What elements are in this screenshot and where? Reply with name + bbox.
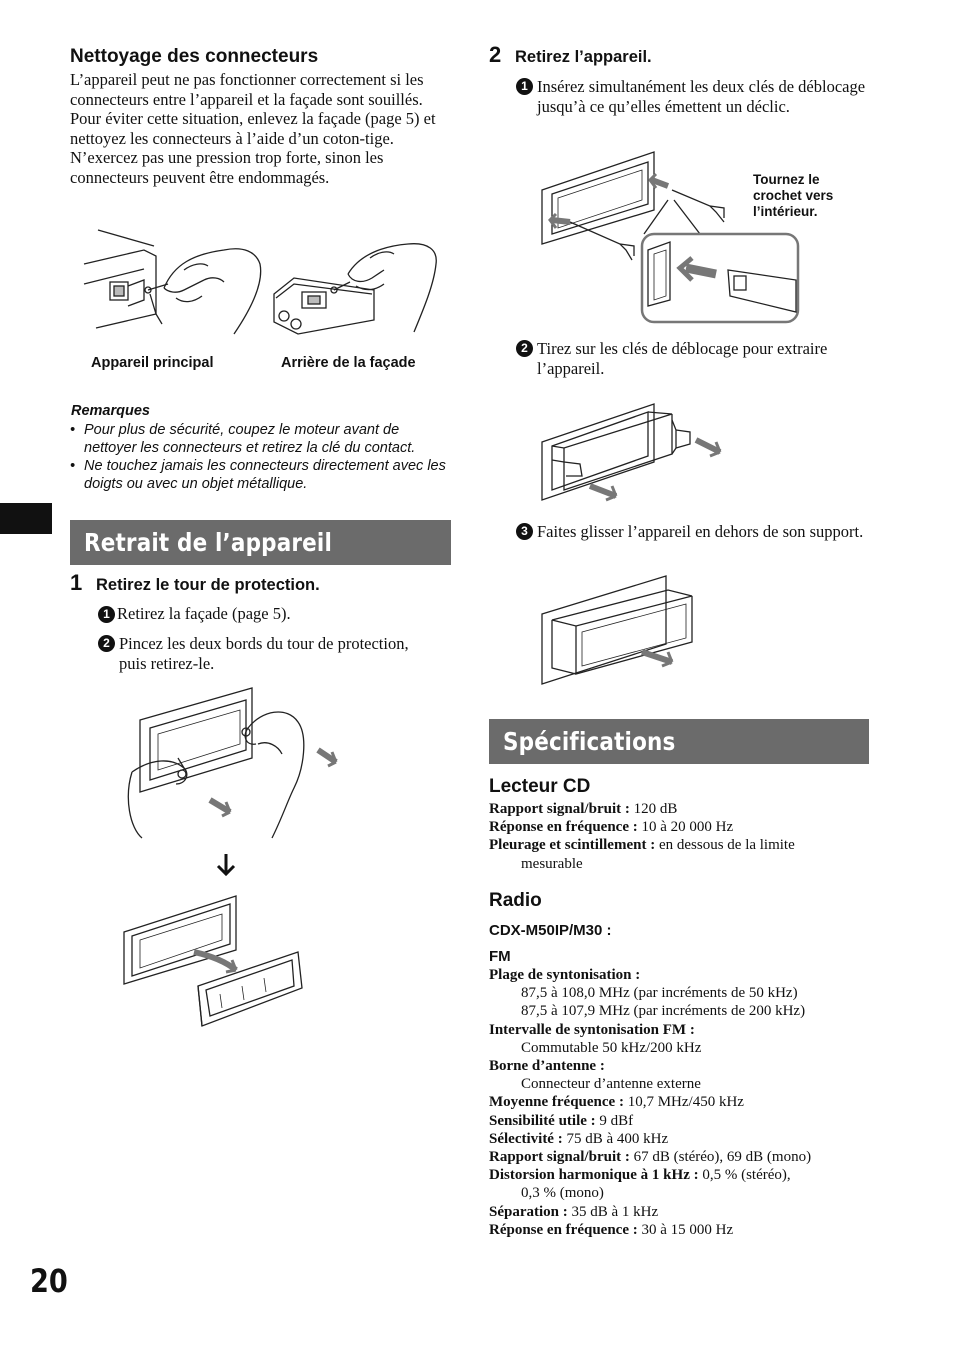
- spec-row: Distorsion harmonique à 1 kHz : 0,5 % (s…: [489, 1166, 879, 1184]
- note-text: Ne touchez jamais les connecteurs direct…: [84, 458, 446, 492]
- spec-row: Rapport signal/bruit : 67 dB (stéréo), 6…: [489, 1148, 879, 1166]
- spec-label: Réponse en fréquence :: [489, 819, 638, 836]
- spec-row: Séparation : 35 dB à 1 kHz: [489, 1203, 879, 1221]
- spec-row: Rapport signal/bruit : 120 dB: [489, 800, 869, 818]
- step-text: Retirez la façade (page 5).: [117, 604, 291, 623]
- spec-value: 67 dB (stéréo), 69 dB (mono): [633, 1149, 812, 1166]
- step-2b: 2 Tirez sur les clés de déblocage pour e…: [516, 339, 856, 378]
- section-banner-specs: Spécifications: [489, 719, 869, 764]
- cleaning-text: L’appareil peut ne pas fonctionner corre…: [70, 70, 436, 187]
- spec-value: 75 dB à 400 kHz: [566, 1130, 669, 1147]
- note-item-2: • Ne touchez jamais les connecteurs dire…: [70, 457, 455, 493]
- spec-label: Intervalle de syntonisation FM :: [489, 1021, 695, 1038]
- spec-row: Réponse en fréquence : 30 à 15 000 Hz: [489, 1221, 879, 1239]
- step-1b: 2 Pincez les deux bords du tour de prote…: [98, 634, 418, 673]
- spec-value: 87,5 à 107,9 MHz (par incréments de 200 …: [521, 1003, 806, 1020]
- spec-label: Borne d’antenne :: [489, 1058, 605, 1075]
- spec-row: Sélectivité : 75 dB à 400 kHz: [489, 1130, 879, 1148]
- spec-value: 87,5 à 108,0 MHz (par incréments de 50 k…: [521, 985, 798, 1002]
- callout-text: Tournez le crochet vers l’intérieur.: [753, 172, 834, 219]
- caption-faceplate-rear: Arrière de la façade: [281, 355, 416, 371]
- spec-row: Réponse en fréquence : 10 à 20 000 Hz: [489, 818, 869, 836]
- radio-band: FM: [489, 948, 511, 965]
- spec-value: 9 dBf: [599, 1112, 634, 1129]
- step-title: Retirez l’appareil.: [515, 48, 652, 66]
- spec-value: Connecteur d’antenne externe: [521, 1076, 701, 1093]
- spec-value-cont: mesurable: [521, 855, 583, 872]
- step-number: 1: [70, 570, 83, 595]
- spec-value: 10,7 MHz/450 kHz: [627, 1094, 744, 1111]
- spec-row: Plage de syntonisation :: [489, 966, 879, 984]
- note-text: Pour plus de sécurité, coupez le moteur …: [84, 422, 416, 456]
- marker-1: 1: [98, 606, 115, 623]
- step-2a: 1 Insérez simultanément les deux clés de…: [516, 77, 866, 116]
- step-2c: 3 Faites glisser l’appareil en dehors de…: [516, 522, 866, 542]
- spec-value: en dessous de la limite: [658, 837, 795, 854]
- pull-unit-illustration: [540, 390, 730, 502]
- cd-specs: Rapport signal/bruit : 120 dB Réponse en…: [489, 800, 869, 873]
- caption-main-unit: Appareil principal: [91, 355, 214, 371]
- side-tab: [0, 503, 52, 534]
- step-text: Tirez sur les clés de déblocage pour ext…: [537, 339, 828, 378]
- release-keys-illustration: [540, 150, 802, 324]
- spec-label: Rapport signal/bruit :: [489, 1149, 630, 1166]
- spec-label: Rapport signal/bruit :: [489, 801, 630, 817]
- slide-unit-illustration: [540, 574, 700, 686]
- frame-removal-illustration: [122, 687, 352, 1033]
- spec-value: 120 dB: [633, 801, 678, 817]
- step-number: 2: [489, 42, 502, 67]
- spec-label: Plage de syntonisation :: [489, 967, 641, 983]
- spec-value-cont: 0,3 % (mono): [521, 1185, 604, 1202]
- spec-label: Distorsion harmonique à 1 kHz :: [489, 1167, 699, 1184]
- spec-value: 35 dB à 1 kHz: [571, 1203, 659, 1220]
- spec-label: Sélectivité :: [489, 1130, 563, 1147]
- spec-value: 30 à 15 000 Hz: [641, 1221, 734, 1238]
- radio-model: CDX-M50IP/M30 :: [489, 922, 612, 939]
- radio-title: Radio: [489, 890, 542, 911]
- step-text: Faites glisser l’appareil en dehors de s…: [537, 522, 864, 541]
- spec-value: Commutable 50 kHz/200 kHz: [521, 1039, 702, 1056]
- marker-1: 1: [516, 78, 533, 95]
- spec-label: Moyenne fréquence :: [489, 1094, 624, 1111]
- radio-specs: Plage de syntonisation : 87,5 à 108,0 MH…: [489, 966, 879, 1239]
- spec-label: Réponse en fréquence :: [489, 1221, 638, 1238]
- marker-3: 3: [516, 523, 533, 540]
- spec-label: Pleurage et scintillement :: [489, 837, 656, 854]
- step-title: Retirez le tour de protection.: [96, 576, 320, 594]
- spec-row: Moyenne fréquence : 10,7 MHz/450 kHz: [489, 1093, 879, 1111]
- spec-row: Intervalle de syntonisation FM :: [489, 1021, 879, 1039]
- spec-row: Sensibilité utile : 9 dBf: [489, 1112, 879, 1130]
- spec-label: Sensibilité utile :: [489, 1112, 596, 1129]
- cleaning-title: Nettoyage des connecteurs: [70, 46, 319, 67]
- spec-value: 10 à 20 000 Hz: [641, 819, 734, 836]
- spec-label: Séparation :: [489, 1203, 568, 1220]
- banner-title: Spécifications: [503, 727, 676, 756]
- page-number: 20: [30, 1262, 68, 1300]
- section-banner-removal: Retrait de l’appareil: [70, 520, 451, 565]
- step-text: Pincez les deux bords du tour de protect…: [119, 634, 409, 673]
- cd-title: Lecteur CD: [489, 776, 591, 797]
- notes-title: Remarques: [71, 403, 150, 419]
- spec-value: 0,5 % (stéréo),: [702, 1167, 791, 1184]
- spec-row: Borne d’antenne :: [489, 1057, 879, 1075]
- marker-2: 2: [516, 340, 533, 357]
- spec-row: Pleurage et scintillement : en dessous d…: [489, 836, 869, 854]
- note-item-1: • Pour plus de sécurité, coupez le moteu…: [70, 421, 455, 457]
- cleaning-illustration: [83, 224, 444, 344]
- banner-title: Retrait de l’appareil: [84, 528, 332, 557]
- step-text: Insérez simultanément les deux clés de d…: [537, 77, 866, 116]
- marker-2: 2: [98, 635, 115, 652]
